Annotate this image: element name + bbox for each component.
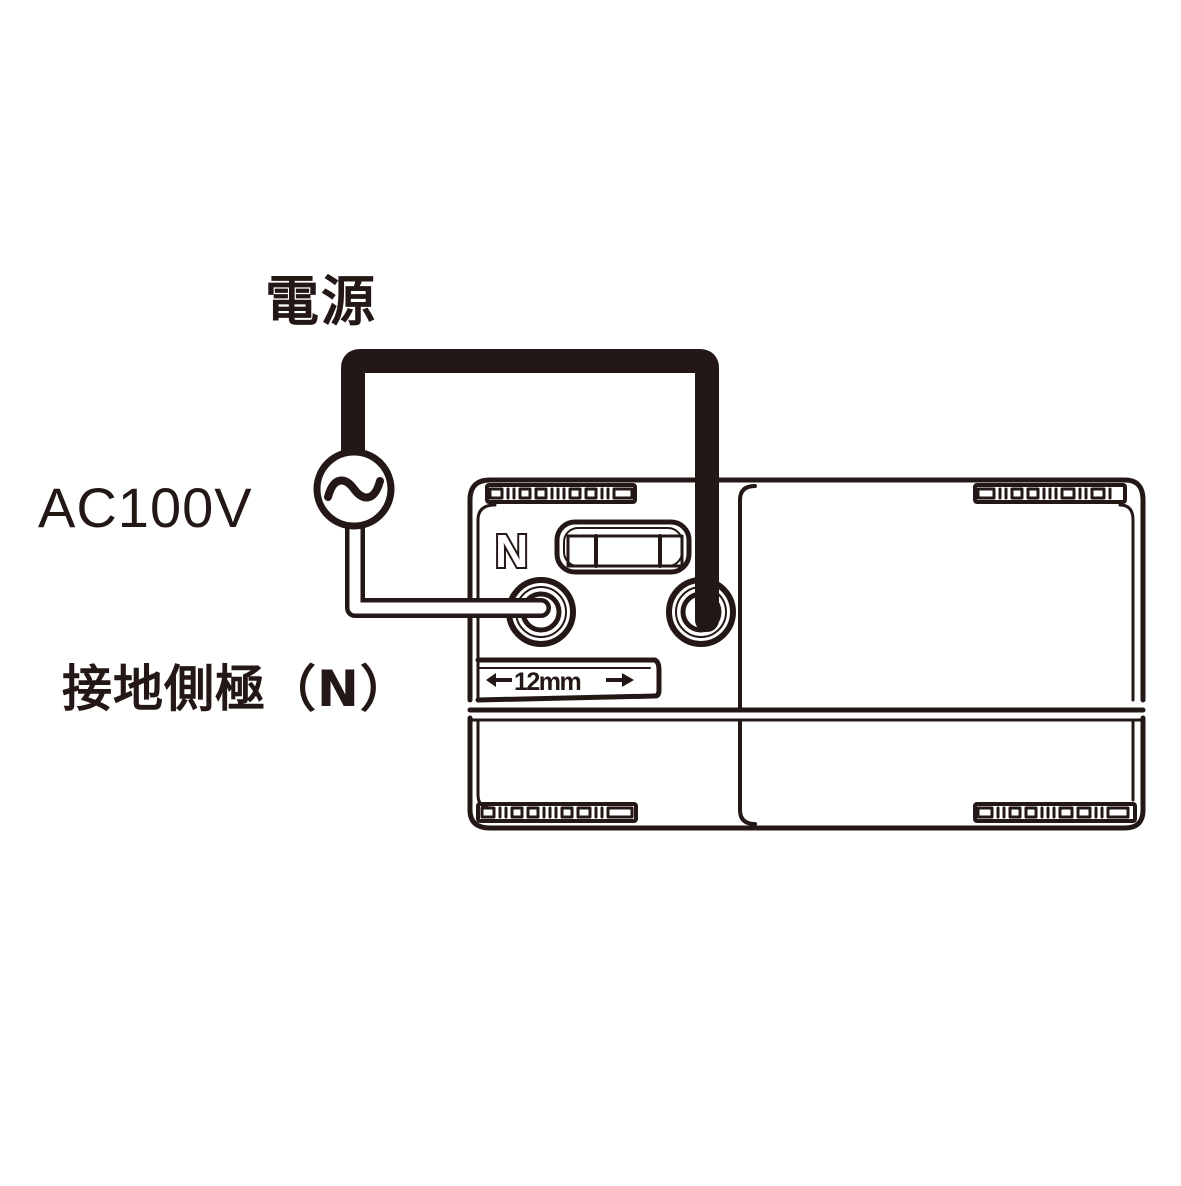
ac-source-icon <box>313 448 395 530</box>
neutral-wire <box>345 515 551 618</box>
clip-top-right <box>973 483 1127 504</box>
strip-gauge-label: 12mm <box>486 668 634 696</box>
terminal-n-marking: N <box>495 525 528 577</box>
voltage-label: AC100V <box>38 476 253 539</box>
power-source-label: 電源 <box>265 270 377 333</box>
clip-bottom-left <box>476 802 638 823</box>
strip-gauge <box>475 657 662 703</box>
neutral-pole-label: 接地側極（N） <box>62 660 411 718</box>
clip-bottom-right <box>973 802 1137 823</box>
clip-top-left <box>485 483 637 504</box>
svg-text:12mm: 12mm <box>514 668 581 696</box>
device-body <box>467 477 1146 831</box>
release-slot <box>554 519 692 575</box>
line-wire <box>341 349 719 632</box>
